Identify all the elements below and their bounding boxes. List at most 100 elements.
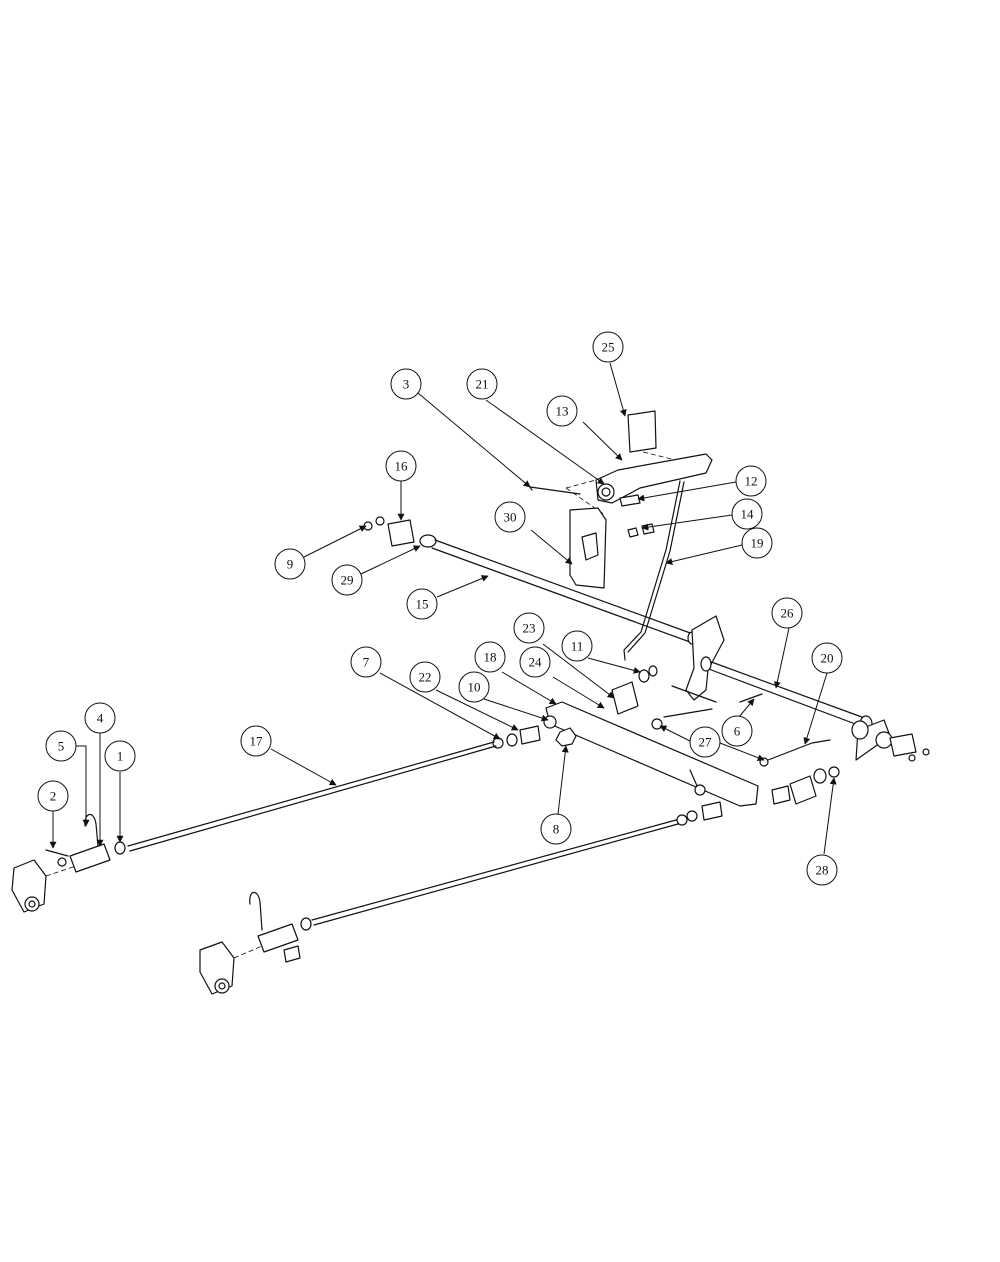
control-rod-lower — [311, 819, 679, 926]
rod-segment-27 — [663, 708, 713, 718]
callout-16-label: 16 — [395, 459, 409, 474]
clevis-assembly-lower — [199, 891, 312, 995]
leader-11 — [587, 657, 641, 674]
leader-29 — [360, 545, 421, 575]
callout-14: 14 — [731, 498, 763, 530]
bushing-part-29 — [419, 534, 437, 548]
callout-27: 27 — [689, 726, 721, 758]
pin-part-6 — [739, 693, 763, 703]
leader-23 — [542, 643, 615, 699]
leader-17 — [270, 748, 337, 786]
callout-2: 2 — [37, 780, 69, 812]
leader-21 — [485, 399, 605, 485]
leader-20 — [803, 672, 828, 745]
nut-part-8 — [555, 727, 577, 747]
leader-26 — [773, 627, 790, 689]
callout-3: 3 — [390, 368, 422, 400]
clevis-assembly-left — [11, 813, 126, 913]
leader-7 — [379, 672, 501, 740]
callout-11-label: 11 — [571, 639, 584, 654]
callout-15-label: 15 — [416, 597, 429, 612]
callout-24: 24 — [519, 646, 551, 678]
nut-part-1 — [114, 841, 126, 855]
leader-25 — [609, 362, 627, 417]
clip-bracket-part-16 — [363, 516, 415, 547]
spacer-part-22 — [519, 725, 541, 745]
washer-part-11 — [638, 669, 650, 683]
spacer-part-11 — [648, 665, 658, 677]
callout-3-label: 3 — [403, 377, 410, 392]
nut-lower-right — [694, 784, 706, 796]
roller-part-28 — [789, 775, 817, 805]
callout-9: 9 — [274, 548, 306, 580]
callout-6: 6 — [721, 715, 753, 747]
callout-9-label: 9 — [287, 557, 294, 572]
callout-22-label: 22 — [419, 670, 432, 685]
leader-18 — [501, 671, 557, 705]
leader-24 — [552, 676, 605, 709]
nut-part-28 — [828, 766, 840, 778]
callout-16: 16 — [385, 450, 417, 482]
callout-26: 26 — [771, 597, 803, 629]
nut-lower-rod-2 — [686, 810, 698, 822]
callout-2-label: 2 — [50, 789, 57, 804]
collar-part-26 — [851, 720, 869, 740]
spacer-lower-rod — [701, 801, 723, 821]
washer-part-10 — [543, 715, 557, 729]
pin-part-3 — [529, 486, 581, 495]
leader-19 — [665, 544, 743, 565]
callout-26-label: 26 — [781, 606, 795, 621]
callout-1: 1 — [104, 740, 136, 772]
washer-part-7 — [506, 733, 518, 747]
callout-19: 19 — [741, 527, 773, 559]
control-rod-part-17 — [127, 741, 497, 852]
bushing-part-12 — [619, 494, 641, 507]
leader-22 — [435, 689, 519, 731]
leader-14 — [641, 514, 733, 531]
callout-20-label: 20 — [821, 651, 834, 666]
callout-18-label: 18 — [484, 650, 497, 665]
cross-shaft-part — [431, 539, 694, 643]
callout-13: 13 — [546, 395, 578, 427]
callout-11: 11 — [561, 630, 593, 662]
washer-part-28 — [813, 768, 827, 784]
nut-part-27 — [651, 718, 663, 730]
mounting-plate-part — [569, 507, 607, 589]
callout-8: 8 — [540, 813, 572, 845]
callout-23: 23 — [513, 612, 545, 644]
callout-10: 10 — [458, 671, 490, 703]
callout-22: 22 — [409, 661, 441, 693]
mount-bracket-right — [889, 733, 917, 757]
leader-15 — [436, 575, 489, 598]
callout-17-label: 17 — [250, 734, 264, 749]
leader-3 — [417, 392, 531, 488]
link-rod-part — [623, 480, 681, 661]
callout-27-label: 27 — [699, 735, 713, 750]
roller-part-23 — [611, 681, 639, 715]
callout-21: 21 — [466, 368, 498, 400]
callout-7-label: 7 — [363, 655, 370, 670]
pedal-arm-part — [565, 453, 713, 516]
leader-12 — [637, 481, 737, 502]
callout-4-label: 4 — [97, 711, 104, 726]
leader-8 — [557, 745, 569, 815]
leader-10 — [483, 698, 549, 722]
callout-5-label: 5 — [58, 739, 65, 754]
crank-bar-part-18 — [545, 701, 759, 807]
callout-8-label: 8 — [553, 822, 560, 837]
leader-9 — [303, 525, 367, 558]
callout-29-label: 29 — [341, 573, 354, 588]
spacer-lower-right — [771, 785, 791, 805]
callout-6-label: 6 — [734, 724, 741, 739]
leader-27b — [659, 725, 691, 742]
callout-24-label: 24 — [529, 655, 543, 670]
callout-28-label: 28 — [816, 863, 829, 878]
nut-lower-clevis — [300, 917, 312, 931]
callout-10-label: 10 — [468, 680, 481, 695]
leader-13 — [582, 421, 623, 461]
callout-20: 20 — [811, 642, 843, 674]
callout-4: 4 — [84, 702, 116, 734]
leader-30 — [530, 529, 573, 565]
nut-lower-rod-1 — [676, 814, 688, 826]
